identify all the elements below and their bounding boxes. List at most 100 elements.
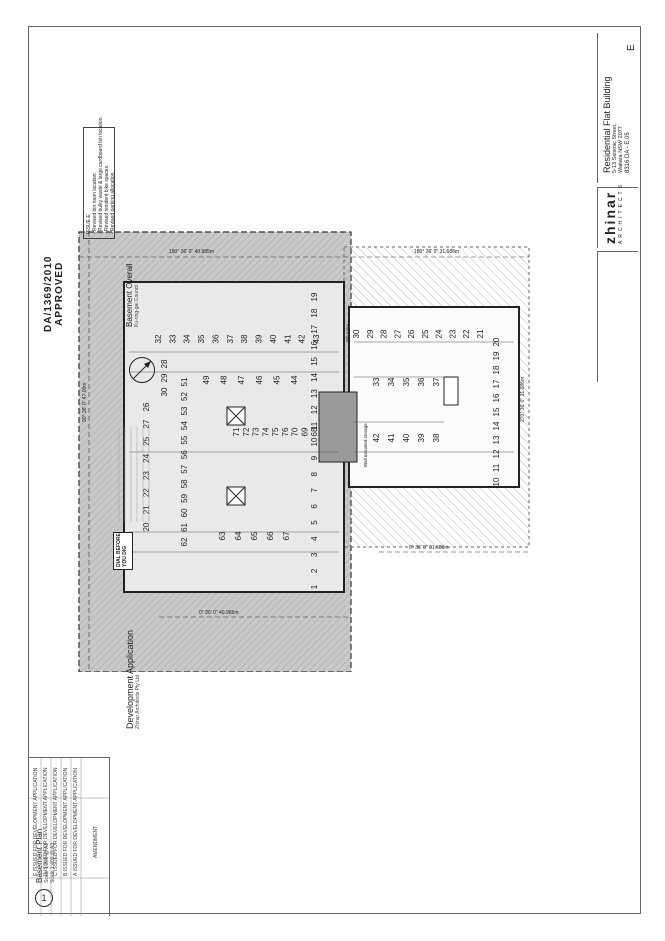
parking-space-number: 10	[492, 477, 501, 486]
parking-space-number: 37	[432, 377, 441, 386]
parking-space-number: 23	[142, 471, 151, 480]
ramp	[318, 391, 358, 463]
parking-space-number: 34	[183, 334, 192, 343]
sheet-name-block: Basement Overall Ku-ring-gai Council	[125, 263, 140, 327]
parking-space-number: 11	[492, 463, 501, 472]
parking-space-number: 51	[180, 377, 189, 386]
parking-space-number: 75	[271, 427, 280, 436]
sheet-name: Basement Overall	[125, 263, 134, 327]
parking-space-number: 28	[160, 359, 169, 368]
parking-space-number: 43	[312, 334, 321, 343]
parking-space-number: 21	[476, 329, 485, 338]
parking-space-number: 70	[291, 427, 300, 436]
parking-space-number: 16	[310, 340, 319, 349]
parking-space-number: 22	[462, 329, 471, 338]
parking-space-number: 4	[310, 536, 319, 541]
parking-space-number: 36	[211, 334, 220, 343]
parking-space-number: 17	[492, 379, 501, 388]
issue-notes-box: ISSUE E - Revised bin room location. - R…	[83, 116, 116, 239]
parking-space-number: 32	[154, 334, 163, 343]
parking-space-number: 13	[492, 435, 501, 444]
stamp-number: DA/1369/2010	[43, 255, 54, 333]
parking-space-number: 38	[432, 433, 441, 442]
parking-space-number: 37	[226, 334, 235, 343]
dim-top-right: 180° 36' 0" 31.686m	[414, 249, 459, 255]
storage-label: Wall mounted storage	[363, 423, 368, 467]
stamp-status: APPROVED	[54, 261, 65, 326]
firm-subtitle: ARCHITECTS	[618, 182, 624, 244]
revision-text: ISSUED FOR DEVELOPMENT APPLICATION	[33, 767, 39, 872]
parking-space-number: 41	[283, 334, 292, 343]
parking-space-number: 1	[310, 584, 319, 589]
parking-space-number: 76	[281, 427, 290, 436]
parking-space-number: 52	[180, 392, 189, 401]
parking-space-number: 66	[266, 531, 275, 540]
dim-bottom: 0° 36' 0" 31.686m	[409, 545, 448, 551]
callout-number: 1	[41, 893, 47, 903]
parking-space-number: 58	[180, 479, 189, 488]
parking-space-number: 15	[310, 356, 319, 365]
parking-space-number: 20	[492, 337, 501, 346]
parking-space-number: 19	[310, 292, 319, 301]
dim-top-left: 180° 36' 0" 40.985m	[169, 249, 214, 255]
parking-space-number: 49	[202, 375, 211, 384]
parking-space-number: 24	[435, 329, 444, 338]
parking-space-number: 41	[387, 433, 396, 442]
parking-space-number: 2	[310, 568, 319, 573]
parking-space-number: 60	[180, 508, 189, 517]
project-name: Residential Flat Building	[602, 76, 612, 173]
parking-space-number: 28	[380, 329, 389, 338]
bin-room-label: Bin room	[345, 324, 350, 342]
purpose-block: Development Application Zhinar Architect…	[125, 630, 141, 729]
revision-row: A ISSUED FOR DEVELOPMENT APPLICATION	[73, 768, 79, 876]
dial-before-you-dig-logo: DIAL BEFORE YOU DIG	[113, 532, 133, 570]
parking-space-number: 46	[255, 375, 264, 384]
basement-right-interior	[348, 306, 520, 488]
revision-text: ISSUED FOR DEVELOPMENT APPLICATION	[73, 768, 79, 872]
north-arrow	[129, 357, 155, 383]
sheet-info-block	[597, 251, 638, 382]
parking-space-number: 39	[417, 433, 426, 442]
parking-space-number: 35	[197, 334, 206, 343]
parking-space-number: 26	[407, 329, 416, 338]
parking-space-number: 27	[393, 329, 402, 338]
parking-space-number: 8	[310, 471, 319, 476]
parking-space-number: 39	[255, 334, 264, 343]
parking-space-number: 22	[142, 488, 151, 497]
council-name: Ku-ring-gai Council	[134, 284, 140, 327]
parking-space-number: 24	[142, 453, 151, 462]
parking-space-number: 40	[402, 433, 411, 442]
parking-space-number: 23	[448, 329, 457, 338]
purpose-subtitle: Zhinar Architects Pty Ltd	[135, 674, 141, 729]
revision-row: E ISSUED FOR DEVELOPMENT APPLICATION	[33, 768, 39, 876]
revision-letter: D	[43, 871, 49, 876]
project-address-2: Waitara NSW 2077	[618, 126, 624, 173]
parking-space-number: 47	[237, 375, 246, 384]
revision-letter: C	[53, 871, 59, 876]
drawing-number: 8316	[625, 159, 631, 173]
parking-space-number: 34	[387, 377, 396, 386]
parking-space-number: 18	[310, 308, 319, 317]
dig-line-2: YOU DIG	[122, 545, 128, 567]
dim-bottom-left: 0° 36' 0" 40.985m	[199, 610, 238, 616]
revision-letter: A	[73, 871, 79, 876]
parking-space-number: 62	[180, 537, 189, 546]
parking-space-number: 16	[492, 393, 501, 402]
parking-space-number: 73	[252, 427, 261, 436]
parking-space-number: 26	[142, 402, 151, 411]
parking-space-number: 12	[310, 405, 319, 414]
parking-space-number: 20	[142, 522, 151, 531]
parking-space-number: 6	[310, 504, 319, 509]
parking-space-number: 53	[180, 406, 189, 415]
firm-logo: zhinar	[602, 190, 618, 244]
parking-space-number: 72	[242, 427, 251, 436]
parking-space-number: 71	[232, 427, 241, 436]
parking-space-number: 65	[250, 531, 259, 540]
revision-letter: E	[33, 871, 39, 876]
parking-space-number: 63	[218, 531, 227, 540]
dim-left: 90° 36' 0" 47.00m	[82, 383, 88, 422]
parking-space-number: 44	[290, 375, 299, 384]
drawing-sheet: 180° 36' 0" 40.985m 180° 36' 0" 31.686m …	[28, 26, 641, 916]
parking-space-number: 11	[310, 421, 319, 430]
parking-space-number: 36	[417, 377, 426, 386]
